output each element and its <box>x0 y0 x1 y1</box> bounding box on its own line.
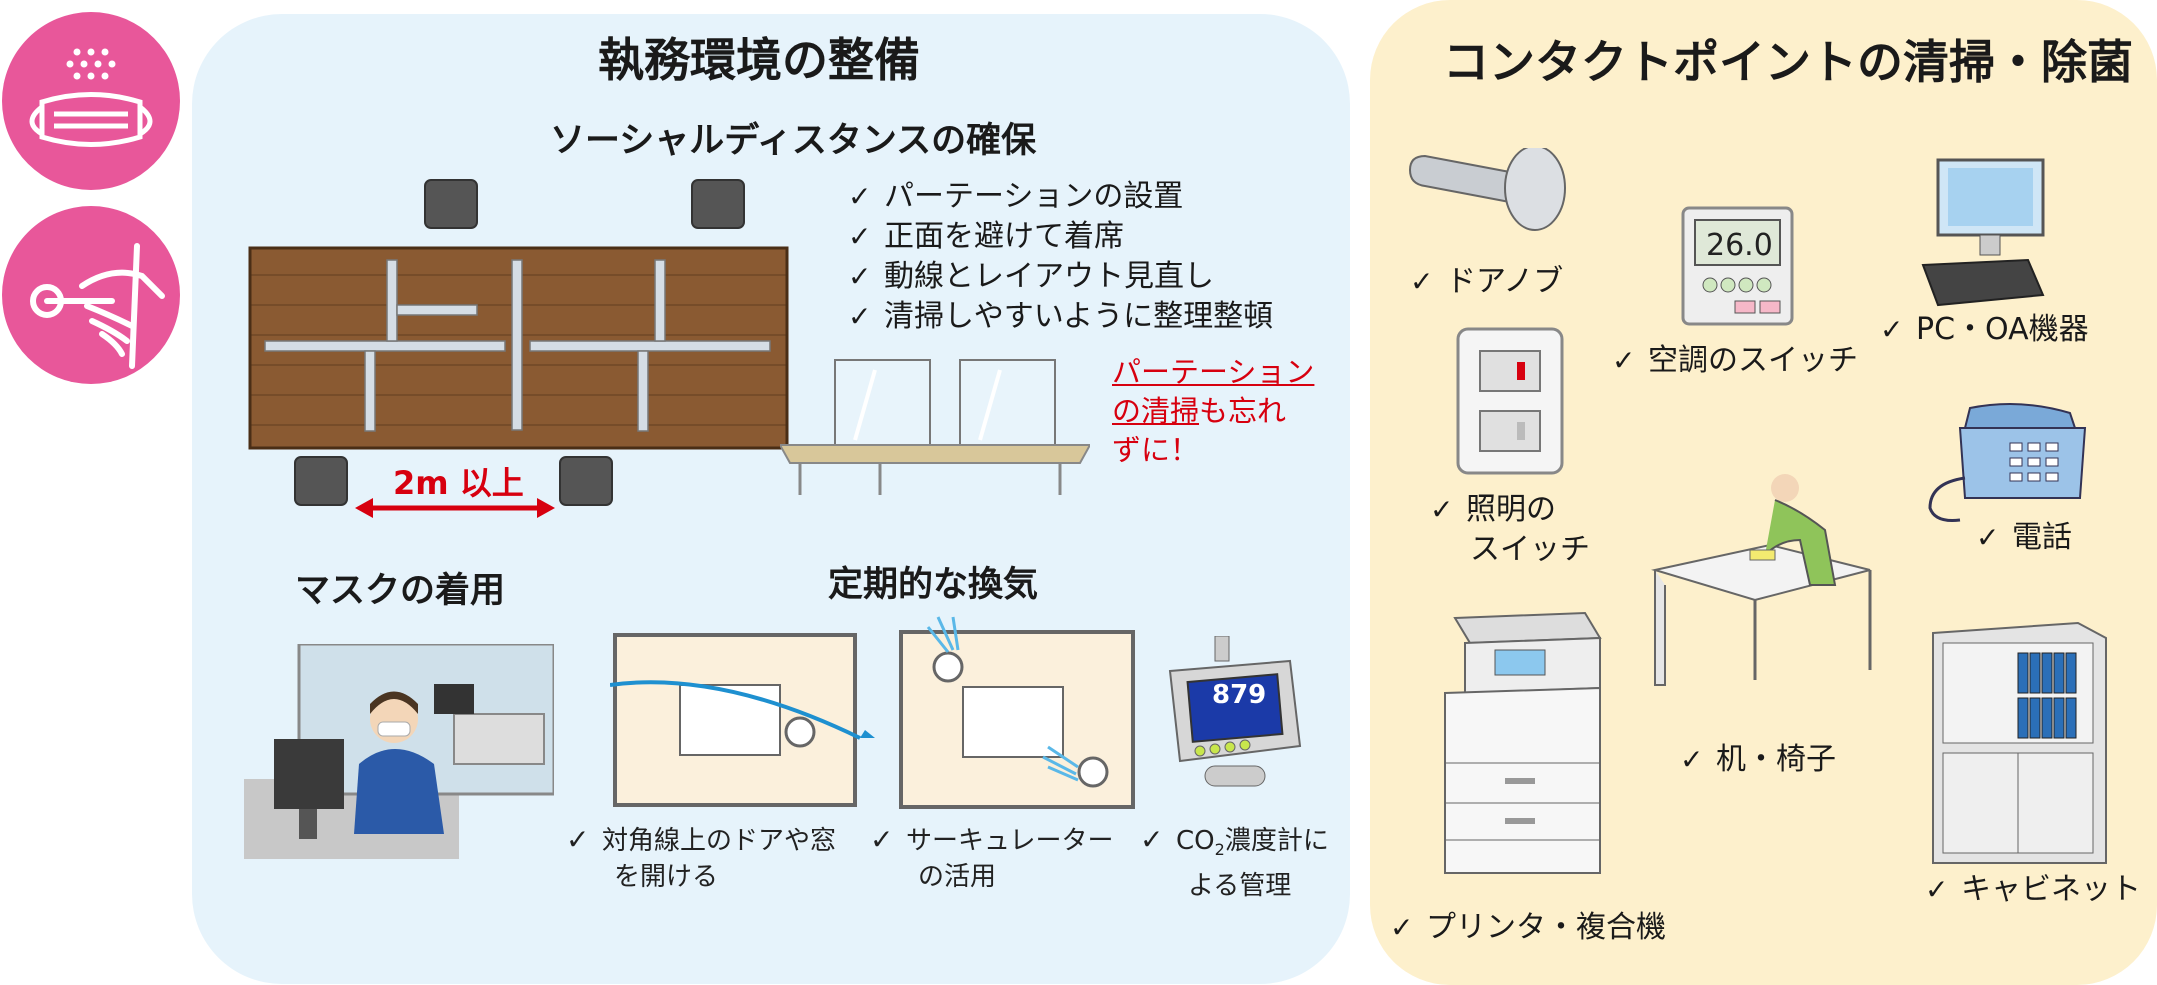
check-icon: ✓ <box>1430 493 1454 526</box>
diagonal-ventilation-illustration <box>610 633 875 807</box>
printer-label: ✓プリンタ・複合機 <box>1390 908 1666 948</box>
light-switch-icon <box>1456 327 1564 475</box>
check-icon: ✓ <box>848 300 872 333</box>
ac-display: 26.0 <box>1706 228 1773 263</box>
checklist-item: ✓清掃しやすいように整理整頓 <box>848 297 1273 337</box>
hand-on-handle-icon <box>30 243 165 369</box>
check-icon: ✓ <box>1390 911 1414 944</box>
check-icon: ✓ <box>1140 823 1164 856</box>
partition-illustration <box>780 359 1090 495</box>
ac-switch-label: ✓空調のスイッチ <box>1612 341 1858 381</box>
cabinet-label: ✓キャビネット <box>1925 870 2141 910</box>
check-icon: ✓ <box>848 180 872 213</box>
distance-label: 2m 以上 <box>393 464 524 502</box>
ventilation-caption-co2: ✓CO2濃度計に よる管理 <box>1140 823 1329 902</box>
contact-point-title: コンタクトポイントの清掃・除菌 <box>1443 35 2133 89</box>
workplace-title: 執務環境の整備 <box>598 33 920 87</box>
light-switch-label: ✓照明の スイッチ <box>1430 492 1590 567</box>
check-icon: ✓ <box>1976 521 2000 554</box>
co2-meter-illustration <box>1168 636 1302 787</box>
mask-icon <box>29 48 153 147</box>
door-knob-icon <box>1408 148 1566 231</box>
checklist-item: ✓正面を避けて着席 <box>848 217 1273 257</box>
desk-chair-icon <box>1651 474 1872 686</box>
check-icon: ✓ <box>1410 265 1434 298</box>
check-icon: ✓ <box>848 260 872 293</box>
mask-title: マスクの着用 <box>295 571 506 611</box>
printer-icon <box>1444 611 1602 874</box>
ac-switch-icon <box>1681 206 1794 326</box>
ventilation-caption-circulator: ✓サーキュレーター の活用 <box>870 823 1114 892</box>
checklist-item: ✓パーテーションの設置 <box>848 177 1273 217</box>
circulator-illustration <box>899 616 1135 809</box>
check-icon: ✓ <box>1925 873 1949 906</box>
pc-icon <box>1921 158 2045 307</box>
ventilation-title: 定期的な換気 <box>828 565 1039 605</box>
check-icon: ✓ <box>870 823 894 856</box>
hand-circle-icon <box>2 206 180 384</box>
desk-chair-label: ✓机・椅子 <box>1680 740 1836 780</box>
mask-circle-icon <box>2 12 180 190</box>
check-icon: ✓ <box>1880 313 1904 346</box>
partition-note: パーテーション の清掃も忘れ ずに！ <box>1112 355 1315 467</box>
check-icon: ✓ <box>566 823 590 856</box>
phone-label: ✓電話 <box>1976 518 2072 558</box>
checklist-item: ✓動線とレイアウト見直し <box>848 257 1273 297</box>
social-distance-title: ソーシャルディスタンスの確保 <box>550 121 1037 161</box>
door-knob-label: ✓ドアノブ <box>1410 262 1563 302</box>
desk-layout-illustration <box>248 179 789 506</box>
masked-worker-illustration <box>244 644 554 859</box>
check-icon: ✓ <box>1680 743 1704 776</box>
cabinet-icon <box>1932 621 2107 864</box>
check-icon: ✓ <box>1612 344 1636 377</box>
check-icon: ✓ <box>848 220 872 253</box>
phone-icon <box>1928 403 2087 522</box>
social-distance-checklist: ✓パーテーションの設置 ✓正面を避けて着席 ✓動線とレイアウト見直し ✓清掃しや… <box>848 177 1273 337</box>
co2-display: 879 <box>1212 680 1267 710</box>
distance-arrow <box>355 498 555 518</box>
pc-label: ✓PC・OA機器 <box>1880 310 2089 350</box>
ventilation-caption-diagonal: ✓対角線上のドアや窓 を開ける <box>566 823 837 892</box>
